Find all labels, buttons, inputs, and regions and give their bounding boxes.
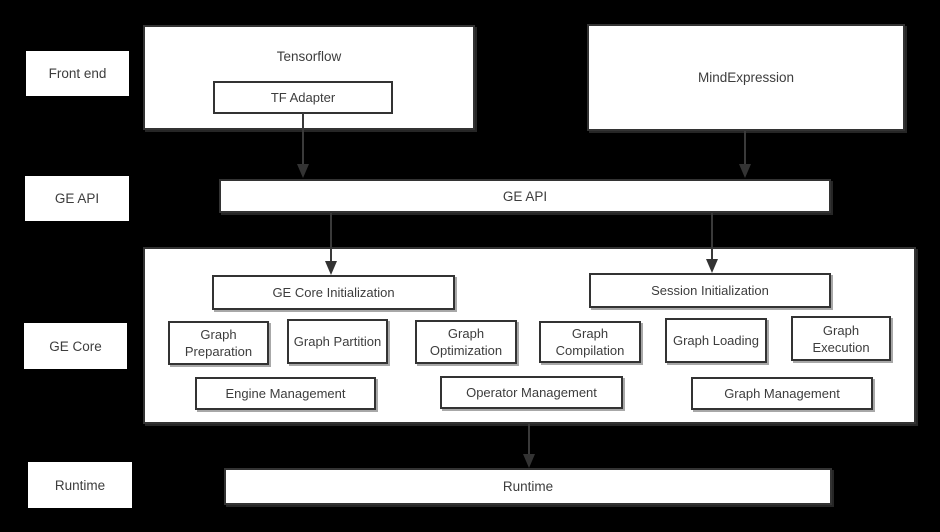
arrow-ge-core-to-runtime — [523, 424, 535, 468]
arrow-head-icon — [523, 454, 535, 468]
graph-optimization-box: Graph Optimization — [415, 320, 517, 364]
ge-core-container: GE Core Initialization Session Initializ… — [143, 247, 916, 424]
arrow-shaft — [528, 424, 530, 455]
session-initialization-box: Session Initialization — [589, 273, 831, 308]
arrow-shaft — [711, 213, 713, 260]
graph-loading-box: Graph Loading — [665, 318, 767, 363]
engine-management-box: Engine Management — [195, 377, 376, 410]
operator-management-box: Operator Management — [440, 376, 623, 409]
row-label-runtime: Runtime — [28, 462, 132, 508]
ge-api-box: GE API — [219, 179, 831, 213]
arrow-shaft — [744, 131, 746, 165]
mindexpression-box: MindExpression — [587, 24, 905, 131]
arrow-ge-api-to-session-initialization — [706, 213, 718, 273]
row-label-front-end: Front end — [26, 51, 129, 96]
graph-compilation-box: Graph Compilation — [539, 321, 641, 363]
graph-partition-box: Graph Partition — [287, 319, 388, 364]
arrow-tf-adapter-to-ge-api — [297, 113, 309, 178]
tf-adapter-box: TF Adapter — [213, 81, 393, 114]
row-label-ge-core: GE Core — [24, 323, 127, 369]
graph-preparation-box: Graph Preparation — [168, 321, 269, 365]
ge-core-initialization-box: GE Core Initialization — [212, 275, 455, 310]
arrow-head-icon — [297, 164, 309, 178]
runtime-box: Runtime — [224, 468, 832, 505]
tensorflow-label: Tensorflow — [276, 49, 342, 64]
tensorflow-box: Tensorflow TF Adapter — [143, 25, 475, 130]
arrow-shaft — [302, 113, 304, 165]
graph-management-box: Graph Management — [691, 377, 873, 410]
arrow-shaft — [330, 213, 332, 262]
arrow-mindexpression-to-ge-api — [739, 131, 751, 178]
row-label-ge-api: GE API — [25, 176, 129, 221]
arrow-head-icon — [706, 259, 718, 273]
arrow-head-icon — [739, 164, 751, 178]
arrow-head-icon — [325, 261, 337, 275]
arrow-ge-api-to-ge-core-initialization — [325, 213, 337, 275]
graph-execution-box: Graph Execution — [791, 316, 891, 361]
